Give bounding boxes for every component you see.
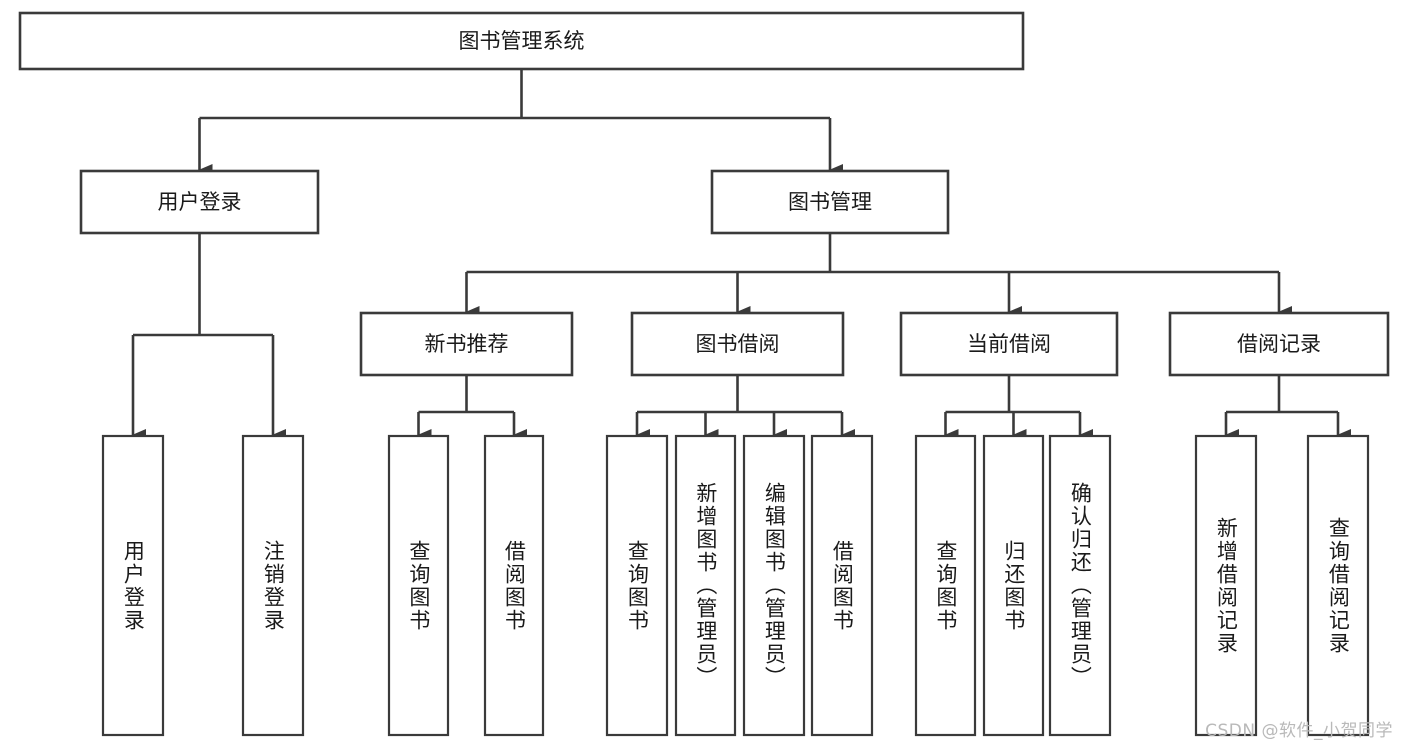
level3-node-label-2: 当前借阅	[967, 332, 1051, 356]
level3-node-label-1: 图书借阅	[696, 332, 780, 356]
root-node-0[interactable]	[18, 11, 1025, 71]
level3-node-1[interactable]	[630, 311, 845, 377]
leaf-node-2[interactable]	[387, 434, 450, 737]
level3-node-label-0: 新书推荐	[425, 332, 509, 356]
leaf-node-9[interactable]	[982, 434, 1045, 737]
root-node-label-0: 图书管理系统	[459, 29, 585, 53]
leaf-node-5[interactable]	[674, 434, 737, 737]
leaf-node-11[interactable]	[1194, 434, 1258, 737]
level2-node-1[interactable]	[710, 169, 950, 235]
level2-node-label-1: 图书管理	[788, 190, 872, 214]
level3-node-2[interactable]	[899, 311, 1119, 377]
level2-node-0[interactable]	[79, 169, 320, 235]
level3-node-3[interactable]	[1168, 311, 1390, 377]
connector-layer	[131, 69, 1351, 441]
leaf-node-12[interactable]	[1306, 434, 1370, 737]
leaf-node-1[interactable]	[241, 434, 305, 737]
watermark: CSDN @软件_小贺同学	[1205, 721, 1393, 741]
leaf-node-0[interactable]	[101, 434, 165, 737]
leaf-node-8[interactable]	[914, 434, 977, 737]
leaf-node-4[interactable]	[605, 434, 669, 737]
level3-node-0[interactable]	[359, 311, 574, 377]
leaf-node-3[interactable]	[483, 434, 545, 737]
level3-node-label-3: 借阅记录	[1237, 332, 1321, 356]
leaf-node-10[interactable]	[1048, 434, 1112, 737]
leaf-node-6[interactable]	[742, 434, 806, 737]
leaf-node-7[interactable]	[810, 434, 874, 737]
level2-node-label-0: 用户登录	[158, 190, 242, 214]
